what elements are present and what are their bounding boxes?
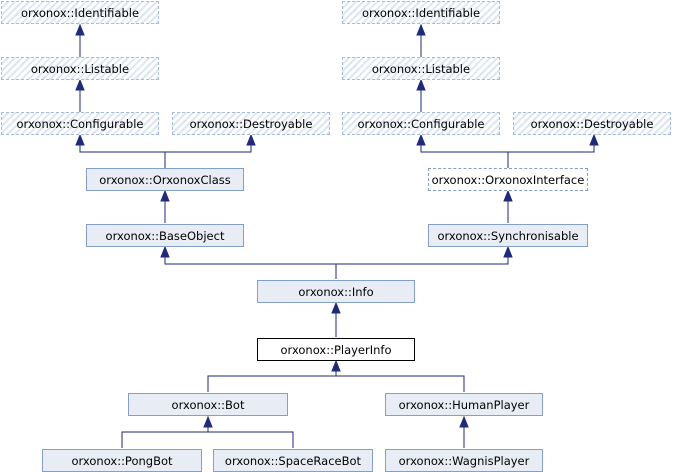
arrowhead [503,245,513,258]
node-synchronisable[interactable]: orxonox::Synchronisable [428,224,588,247]
arrowhead [416,133,426,146]
edge-humanplayer-playerinfo [336,375,465,392]
edge-orxonoxinterface-destroyable-right [508,144,595,153]
arrowhead [503,189,513,202]
edge-orxonoxinterface-configurable-right [420,144,509,168]
node-spaceracebot[interactable]: orxonox::SpaceRaceBot [213,449,373,472]
arrowhead [160,245,170,258]
arrowhead [75,23,85,36]
arrowhead [246,133,256,146]
node-orxonoxinterface[interactable]: orxonox::OrxonoxInterface [428,168,588,191]
arrowhead [160,189,170,202]
edge-bot-playerinfo [207,370,337,392]
arrowhead [459,415,469,428]
node-bot[interactable]: orxonox::Bot [128,393,288,416]
node-baseobject[interactable]: orxonox::BaseObject [86,224,244,247]
arrowhead [331,301,341,314]
node-playerinfo: orxonox::PlayerInfo [257,338,415,361]
arrowhead [203,415,213,428]
node-wagnisplayer[interactable]: orxonox::WagnisPlayer [385,449,543,472]
edge-info-synchronisable [336,256,509,265]
node-identifiable-left[interactable]: orxonox::Identifiable [1,1,159,24]
node-pongbot[interactable]: orxonox::PongBot [42,449,202,472]
node-destroyable-right[interactable]: orxonox::Destroyable [513,112,671,135]
node-configurable-right[interactable]: orxonox::Configurable [342,112,500,135]
node-humanplayer[interactable]: orxonox::HumanPlayer [385,393,543,416]
edge-orxonoxclass-configurable-left [79,144,166,168]
edge-spaceracebot-bot [208,431,294,448]
arrowhead [331,359,341,372]
arrowhead [75,78,85,91]
node-listable-right[interactable]: orxonox::Listable [342,57,500,80]
node-orxonoxclass[interactable]: orxonox::OrxonoxClass [86,168,244,191]
arrowhead [416,78,426,91]
arrowhead [416,23,426,36]
node-identifiable-right[interactable]: orxonox::Identifiable [342,1,500,24]
node-listable-left[interactable]: orxonox::Listable [1,57,159,80]
arrowhead [589,133,599,146]
node-configurable-left[interactable]: orxonox::Configurable [1,112,159,135]
edge-pongbot-bot [121,426,209,448]
node-destroyable-left[interactable]: orxonox::Destroyable [172,112,330,135]
node-info[interactable]: orxonox::Info [257,280,415,303]
arrowhead [75,133,85,146]
edge-orxonoxclass-destroyable-left [165,144,252,153]
edge-info-baseobject [164,256,337,279]
